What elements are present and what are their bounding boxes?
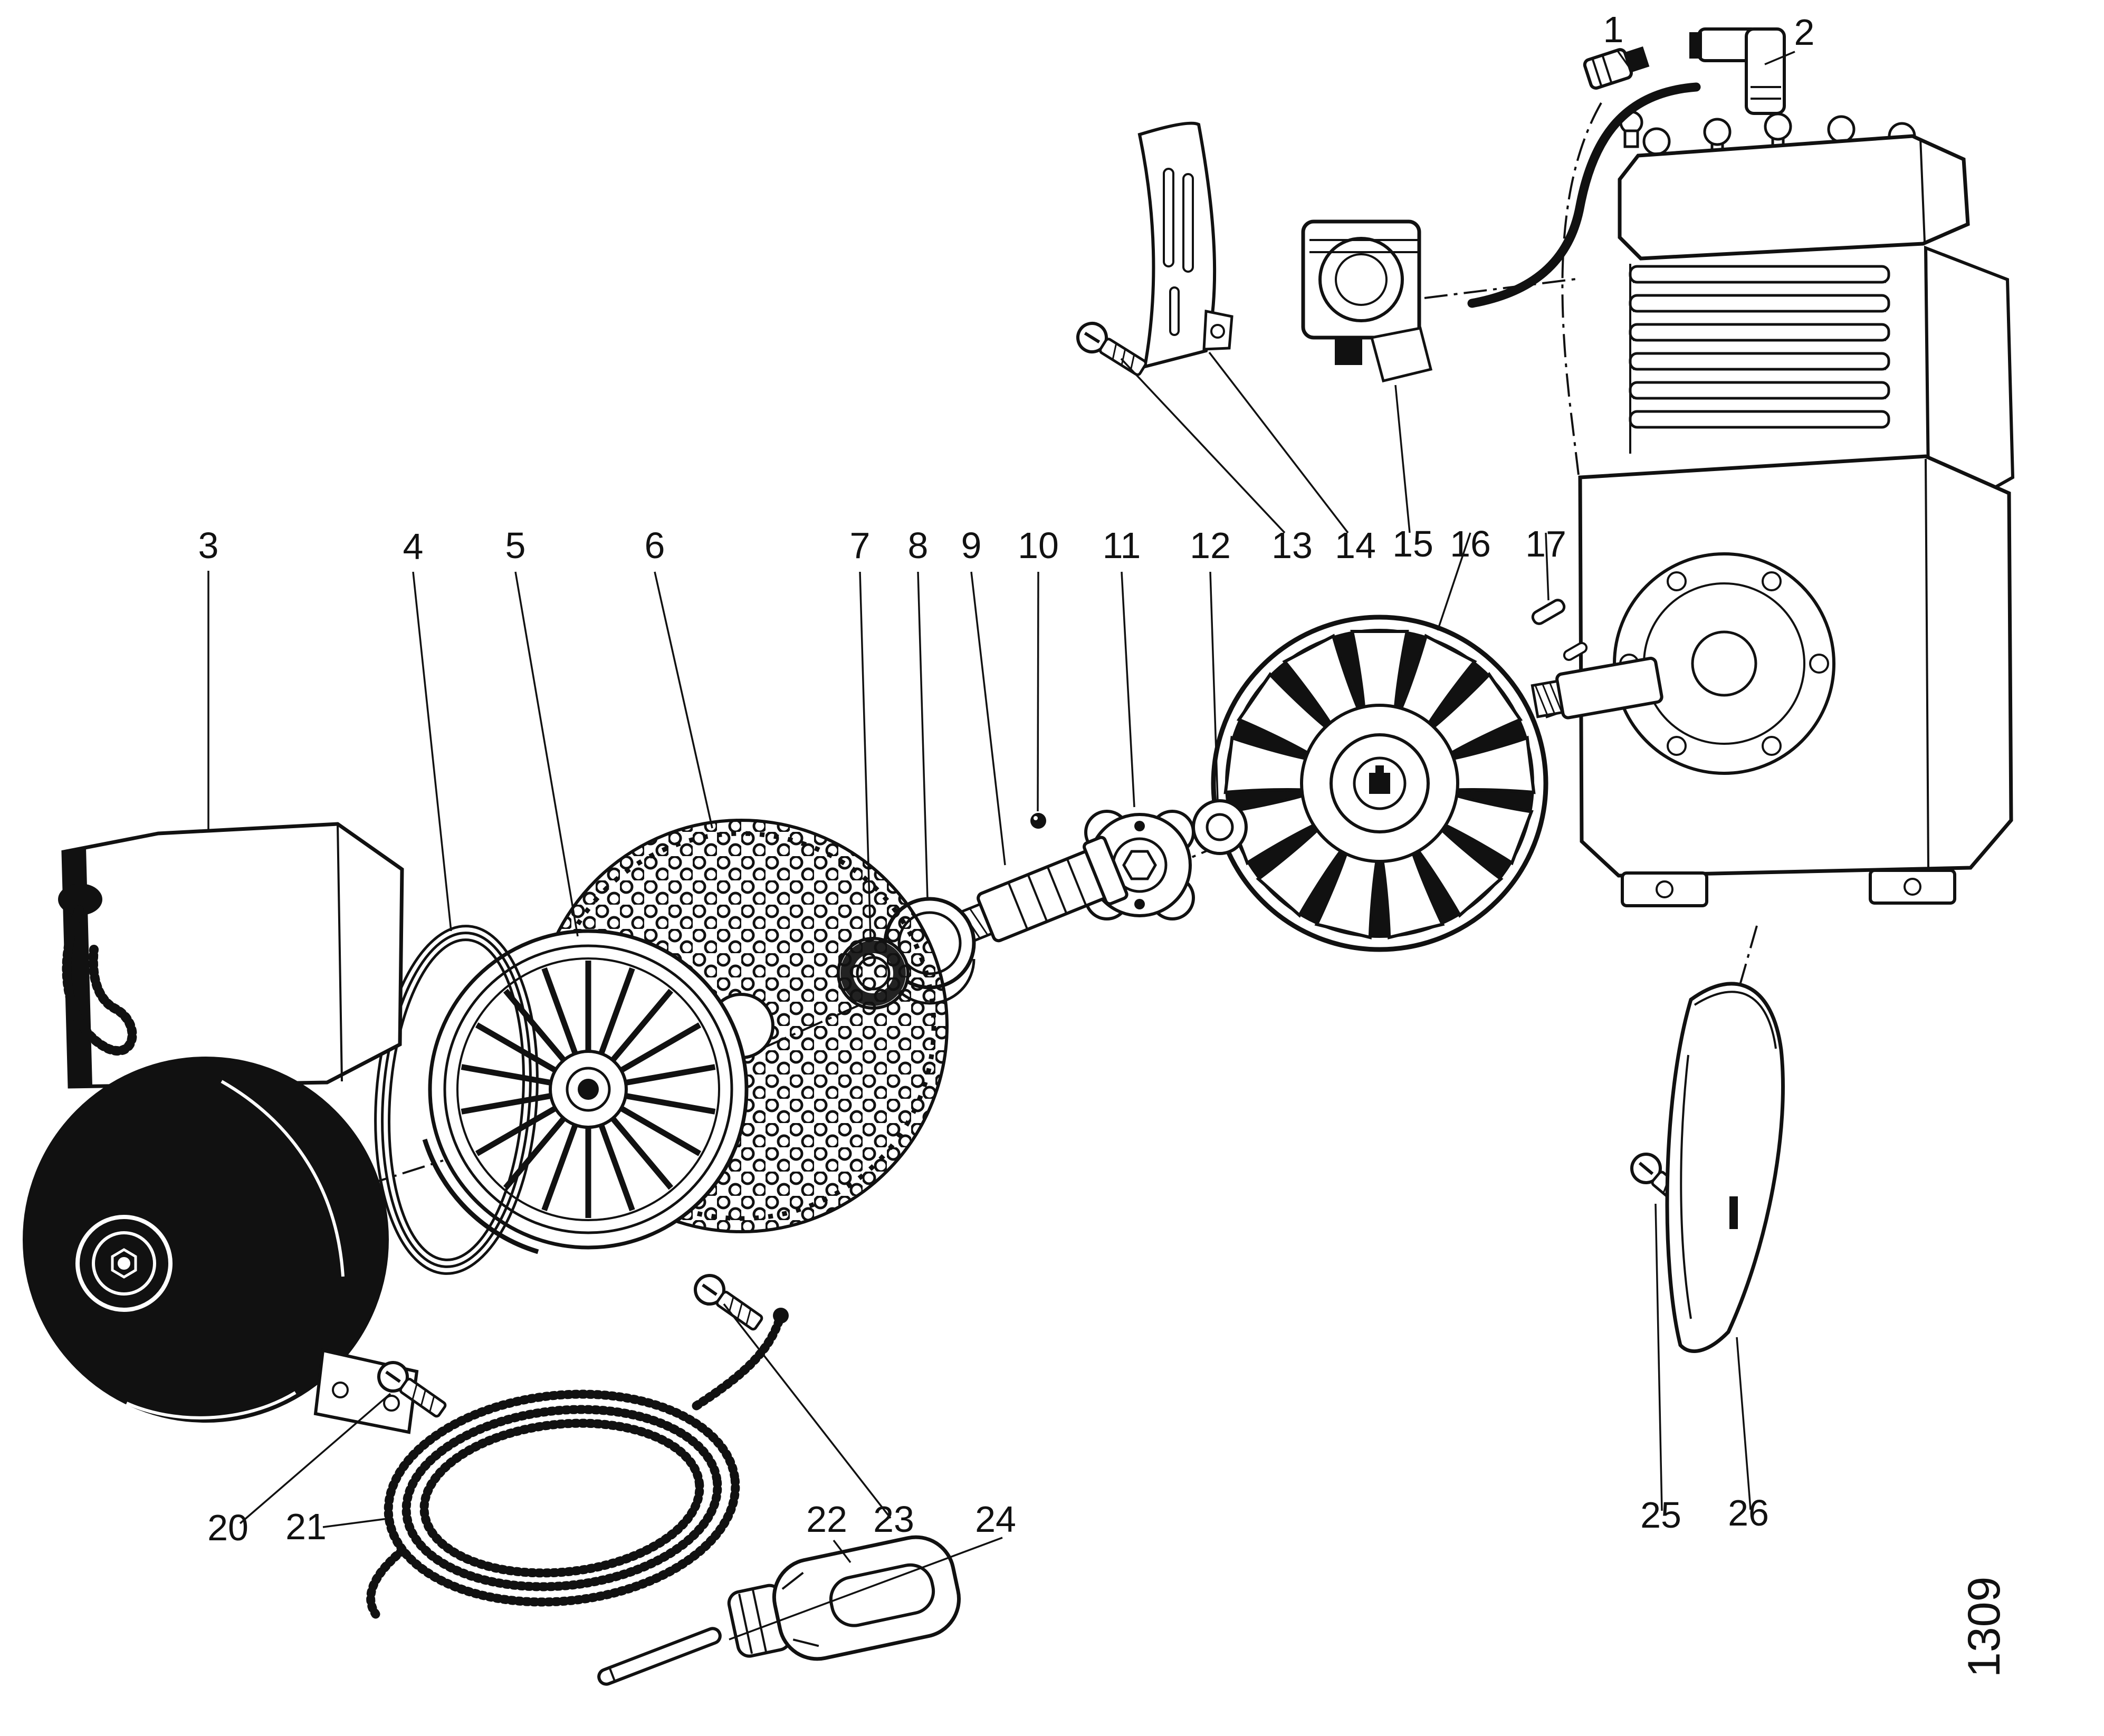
part-label-15: 15 [1392,523,1433,564]
part-label-5: 5 [505,525,526,566]
crankcase-end-face [1613,552,1835,775]
part-label-14: 14 [1335,525,1376,566]
flywheel [1211,615,1548,952]
ignition-coil [1301,219,1433,383]
rope-grommet [58,884,102,915]
thrust-washer [1192,799,1248,855]
part-label-4: 4 [403,526,424,567]
cable-connector [1583,46,1650,90]
part-label-13: 13 [1271,525,1313,566]
part-label-9: 9 [961,525,982,566]
baffle-screw [1073,318,1150,381]
part-label-24: 24 [975,1499,1016,1540]
drawing-number: 1309 [1959,1577,2010,1677]
part-label-26: 26 [1728,1492,1769,1533]
starter-handle [727,1535,961,1661]
woodruff-key [1531,599,1588,661]
cooling-fins [1629,264,1890,454]
part-labels: 1 2 3 4 5 6 7 8 9 10 11 12 13 14 15 16 1… [198,9,1815,1548]
part-label-25: 25 [1640,1494,1681,1536]
steel-ball [1030,813,1046,829]
part-label-2: 2 [1794,12,1815,53]
part-label-6: 6 [645,525,665,566]
part-label-8: 8 [908,525,929,566]
part-label-23: 23 [873,1499,914,1540]
starter-cup [957,836,1128,944]
part-label-10: 10 [1018,525,1059,566]
part-label-21: 21 [285,1506,327,1547]
cylinder-head-cover [1618,134,1970,261]
retaining-ring [374,925,539,1275]
part-label-1: 1 [1603,9,1624,50]
rope-knot [773,1308,789,1323]
part-label-7: 7 [850,525,871,566]
part-label-17: 17 [1525,523,1566,564]
air-deflector [1665,982,1785,1354]
starter-rope [366,1314,785,1619]
starter-pulley [422,929,749,1254]
baffle-plate [1137,121,1233,369]
spark-plug-elbow [1689,27,1786,115]
rope-loop [62,905,137,1056]
part-label-16: 16 [1450,523,1491,564]
starter-housing [23,822,419,1434]
part-label-22: 22 [806,1499,847,1540]
handle-pin [597,1627,722,1686]
engine-assembly [1531,110,2015,907]
pulley-screw [690,1270,767,1336]
ignition-cable [1467,82,1701,308]
part-label-11: 11 [1103,525,1141,566]
crankshaft-stub [1531,657,1663,720]
part-label-20: 20 [207,1507,248,1548]
part-label-3: 3 [198,525,219,566]
part-label-12: 12 [1190,525,1231,566]
leader-lines [207,49,1795,1641]
